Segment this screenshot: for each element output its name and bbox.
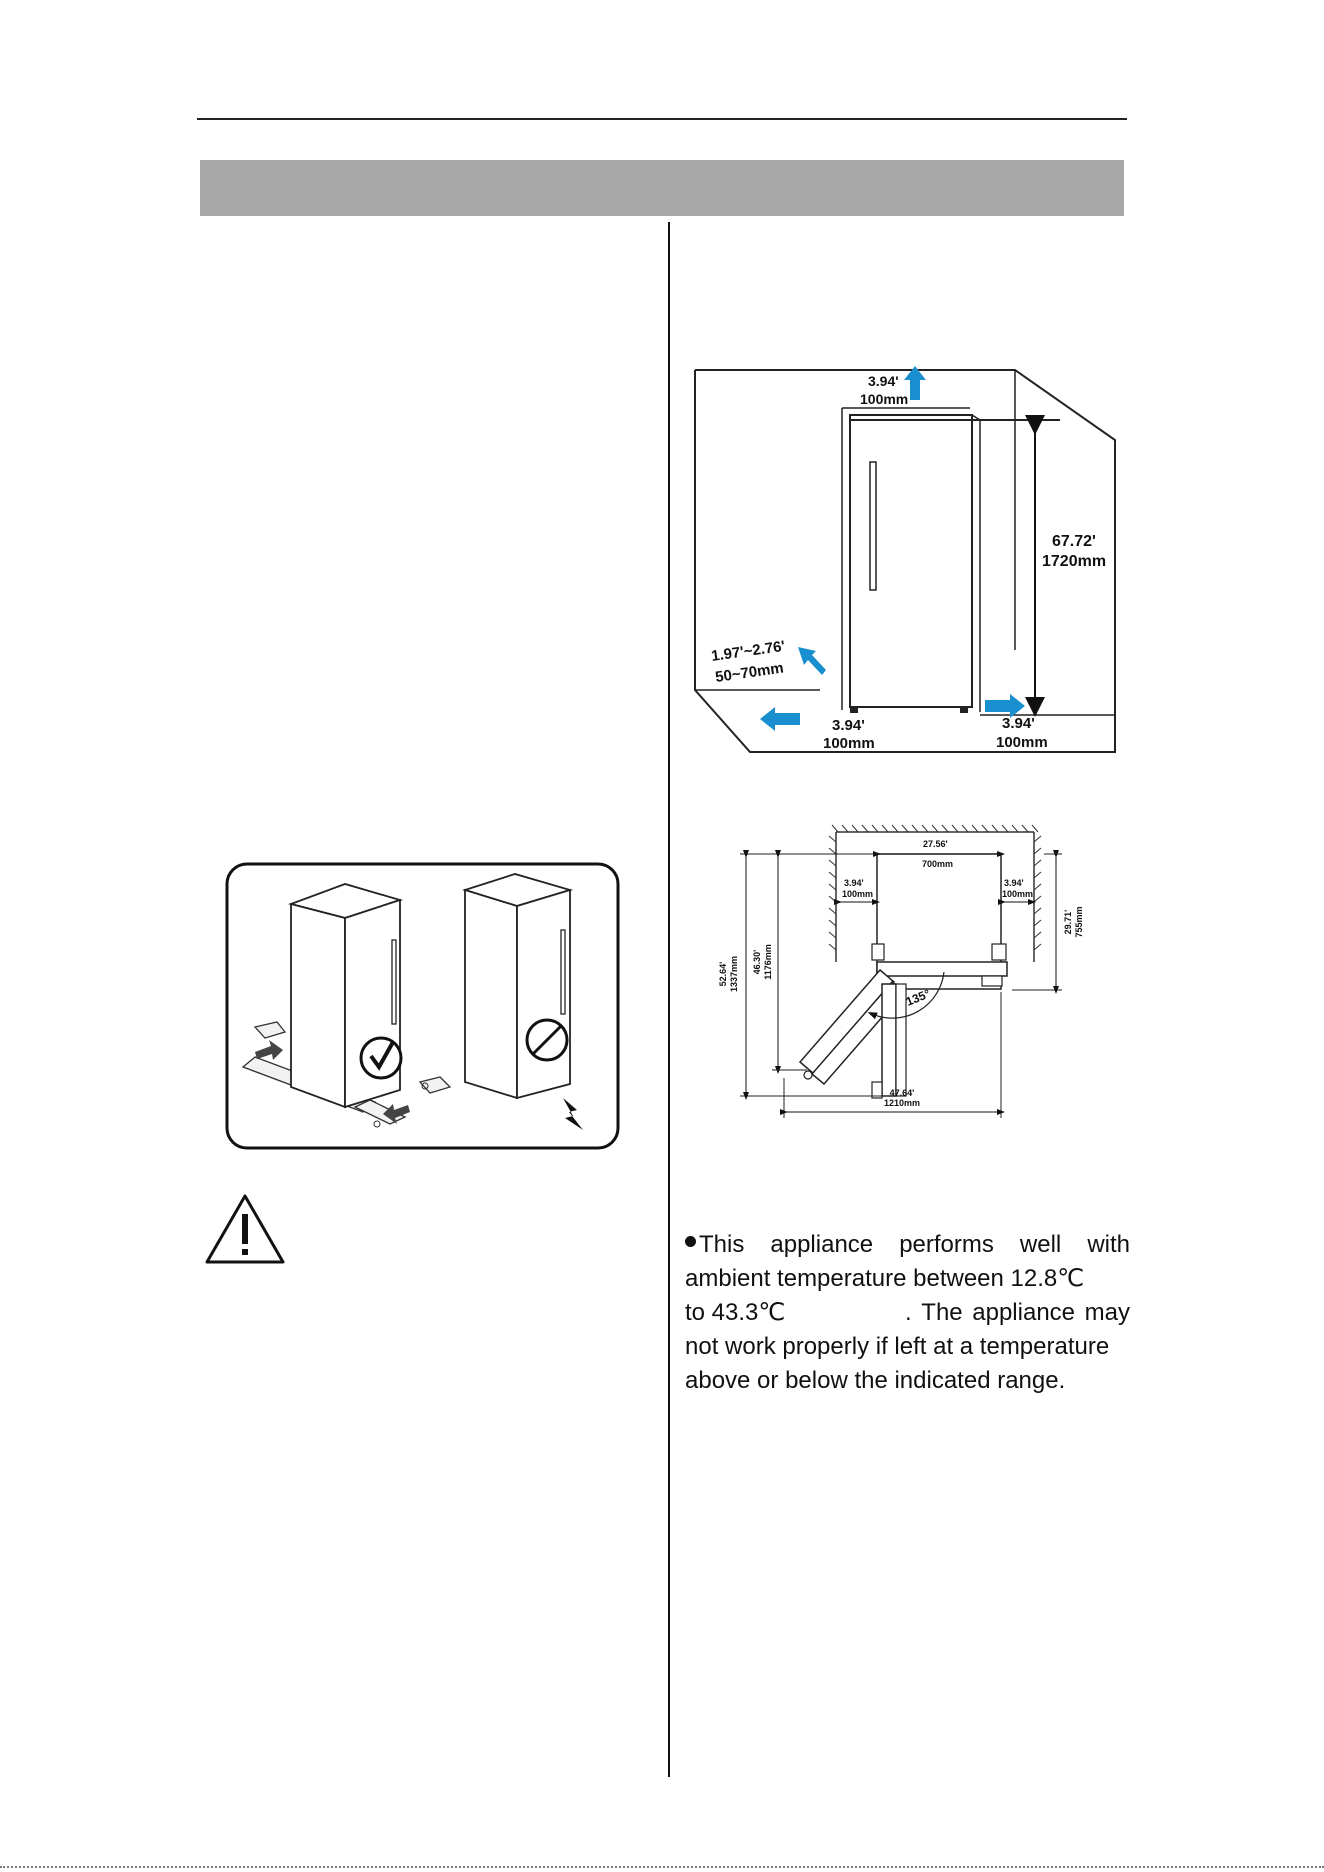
left-clearance-mm: 100mm <box>823 735 875 752</box>
back-clearance-mm: 50~70mm <box>714 660 785 686</box>
lightning-icon <box>563 1098 583 1130</box>
word: performs <box>899 1231 994 1258</box>
para-line-3: to 43.3℃ . The appliance may <box>685 1296 1130 1330</box>
blue-arrow-left <box>760 707 800 731</box>
left-gap-mm: 100mm <box>842 889 873 899</box>
total-depth-inch: 52.64' <box>718 962 728 987</box>
fridge-correct <box>287 883 404 1109</box>
height-mm: 1720mm <box>1042 553 1106 570</box>
push-arrow-icon <box>255 1040 283 1060</box>
ambient-temperature-paragraph: This appliance performs well with ambien… <box>685 1228 1130 1398</box>
width-mm: 700mm <box>922 859 953 869</box>
open-door <box>798 968 906 1086</box>
blue-arrow-up <box>904 366 926 400</box>
word: The <box>921 1299 963 1326</box>
door-90 <box>871 983 907 1099</box>
door-angle: 135° <box>904 986 932 1008</box>
word: appliance <box>972 1299 1076 1326</box>
wall-hatch <box>828 824 1042 962</box>
word: appliance <box>770 1231 874 1258</box>
moving-illustration <box>225 862 620 1150</box>
left-clearance-inch: 3.94' <box>832 717 865 734</box>
fridge-wrong <box>461 873 583 1130</box>
open-width-inch: 47.64' <box>890 1088 915 1098</box>
right-gap-mm: 100mm <box>1002 889 1033 899</box>
para-line-1: This appliance performs well with <box>685 1228 1130 1262</box>
top-rule <box>197 118 1127 120</box>
fridge-front-view <box>841 407 981 713</box>
section-header-band <box>200 160 1124 216</box>
height-inch: 67.72' <box>1052 533 1096 550</box>
word: well <box>1019 1231 1062 1258</box>
column-divider <box>668 222 670 1777</box>
word: with <box>1087 1231 1130 1258</box>
word: This <box>699 1231 745 1258</box>
pull-arrow-icon <box>383 1104 410 1124</box>
word: may <box>1084 1299 1130 1326</box>
open-width-mm: 1210mm <box>884 1098 920 1108</box>
open-depth-inch: 46.30' <box>752 950 762 975</box>
right-clearance-mm: 100mm <box>996 734 1048 751</box>
para-line-4: not work properly if left at a temperatu… <box>685 1333 1110 1360</box>
para-line-2: ambient temperature between 12.8℃ <box>685 1265 1085 1292</box>
total-depth-mm: 1337mm <box>729 956 739 992</box>
bullet-icon <box>685 1236 696 1247</box>
right-clearance-inch: 3.94' <box>1002 715 1035 732</box>
warning-triangle-icon <box>205 1194 285 1264</box>
left-gap-inch: 3.94' <box>844 878 864 888</box>
period: . <box>904 1299 912 1326</box>
check-circle-icon <box>359 1036 403 1080</box>
right-gap-inch: 3.94' <box>1004 878 1024 888</box>
top-clearance-inch: 3.94' <box>868 373 899 389</box>
top-clearance-mm: 100mm <box>860 391 908 407</box>
para-line-5: above or below the indicated range. <box>685 1367 1066 1394</box>
blue-arrow-right <box>985 694 1025 718</box>
depth-inch: 29.71' <box>1063 910 1073 935</box>
clearance-diagram: 3.94' 100mm 67.72' 1720mm 1.97'~2.76' 50… <box>694 366 1116 753</box>
width-inch: 27.56' <box>923 839 948 849</box>
open-depth-mm: 1176mm <box>763 944 773 980</box>
door-opening-diagram: 135° 27.56' 700mm 3.94' 100mm 3.94' 100m… <box>718 824 1084 1118</box>
blue-arrow-back <box>798 647 826 675</box>
bottom-dotted-line <box>0 1866 1324 1868</box>
depth-mm: 755mm <box>1074 906 1084 937</box>
word: to 43.3℃ <box>685 1299 786 1326</box>
